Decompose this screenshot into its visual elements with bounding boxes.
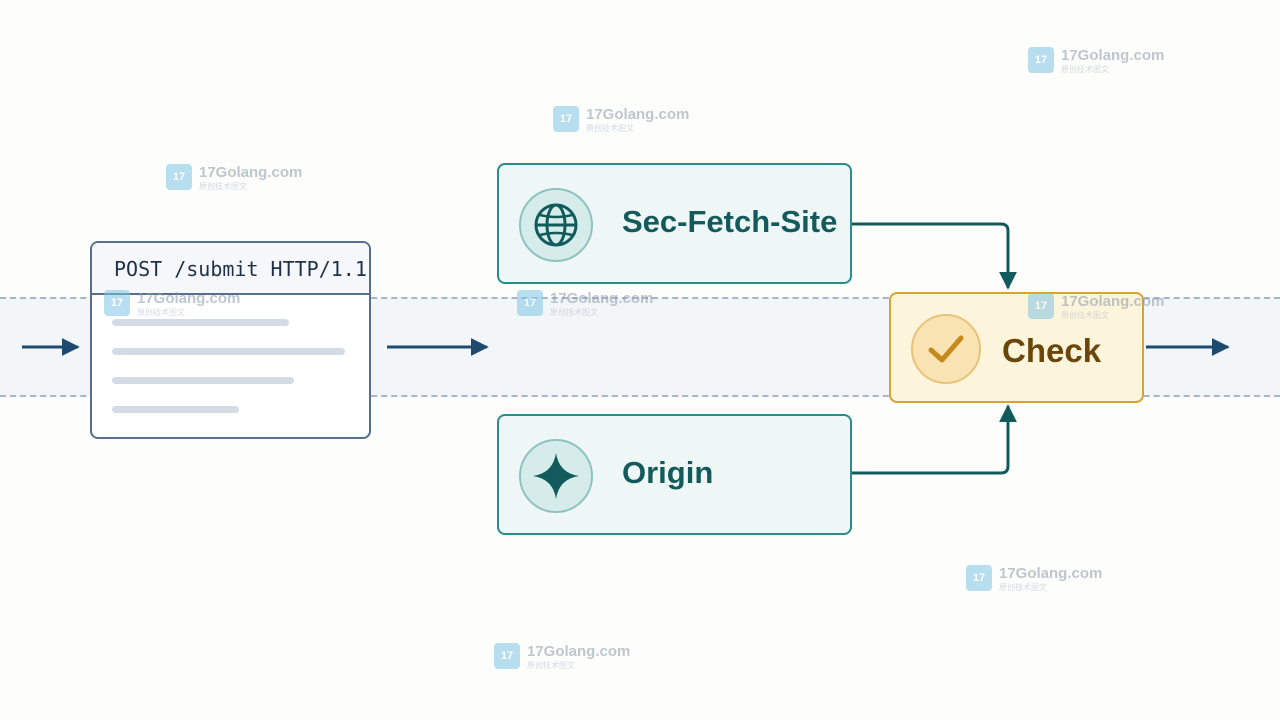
request-body-line [112, 377, 294, 384]
request-body-line [112, 319, 289, 326]
request-body-line [112, 406, 239, 413]
request-body-line [112, 348, 345, 355]
sec-fetch-site-box: Sec-Fetch-Site [497, 163, 852, 284]
checkmark-icon [911, 314, 981, 384]
check-label: Check [1002, 332, 1102, 369]
sec-fetch-site-label: Sec-Fetch-Site [622, 204, 838, 239]
request-line: POST /submit HTTP/1.1 [92, 243, 369, 295]
globe-icon [519, 188, 593, 262]
origin-label: Origin [622, 455, 714, 490]
four-point-star-icon [519, 439, 593, 513]
origin-to-check-connector [852, 404, 1017, 475]
check-box: Check [889, 292, 1144, 403]
sec-fetch-site-to-check-connector [852, 222, 1017, 290]
origin-box: Origin [497, 414, 852, 535]
http-request-card: POST /submit HTTP/1.1 [90, 241, 371, 439]
